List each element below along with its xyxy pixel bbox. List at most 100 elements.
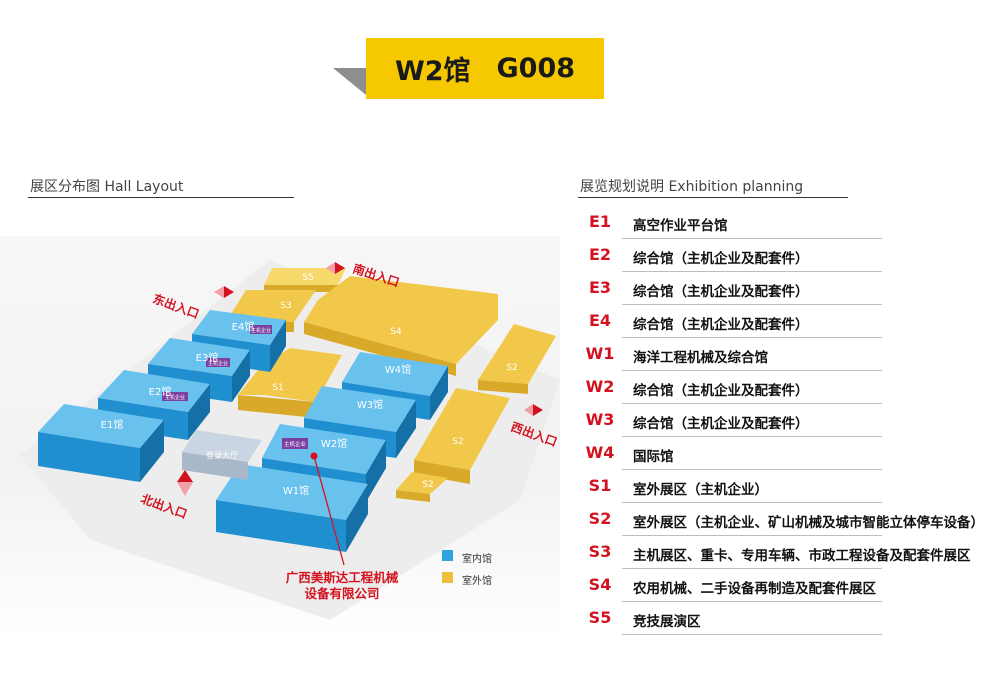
planning-divider <box>622 403 882 404</box>
hall-e2-top <box>98 370 210 412</box>
planning-desc: 室外展区（主机企业、矿山机械及城市智能立体停车设备） <box>633 515 984 531</box>
planning-code: S1 <box>588 476 612 495</box>
exhibitor-name-line1: 广西美斯达工程机械 <box>286 570 399 585</box>
legend-indoor-label: 室内馆 <box>462 554 492 565</box>
label-w3: W3馆 <box>357 398 383 411</box>
planning-desc: 综合馆（主机企业及配套件） <box>633 383 809 399</box>
legend-outdoor-label: 室外馆 <box>462 576 492 587</box>
hall-w4-top <box>342 352 448 396</box>
planning-code: E2 <box>588 245 612 264</box>
reception-top <box>182 430 262 462</box>
zone-s1-side <box>238 395 316 418</box>
label-w2: W2馆 <box>321 437 347 450</box>
planning-divider <box>622 436 882 437</box>
planning-row: E4 综合馆（主机企业及配套件） <box>580 305 882 338</box>
booth-banner: W2馆 G008 <box>366 38 604 99</box>
planning-code: W1 <box>585 344 615 363</box>
planning-code: S4 <box>588 575 612 594</box>
label-s3: S3 <box>280 301 291 311</box>
label-s4: S4 <box>390 327 402 337</box>
label-s2-middle: S2 <box>452 437 463 447</box>
planning-code: W3 <box>585 410 615 429</box>
label-e2: E2馆 <box>149 385 172 398</box>
planning-row: W1 海洋工程机械及综合馆 <box>580 338 882 371</box>
south-entrance-arrow-back <box>326 262 335 274</box>
tag-e3 <box>206 358 230 367</box>
entrance-markers <box>177 262 543 496</box>
zone-s4-top <box>304 276 498 364</box>
zone-s3-top <box>226 290 316 322</box>
planning-code: S2 <box>588 509 612 528</box>
planning-divider <box>622 370 882 371</box>
banner-booth: G008 <box>496 53 576 84</box>
hall-e1-front <box>38 432 140 482</box>
label-w4: W4馆 <box>385 363 411 376</box>
exhibitor-name-line2: 设备有限公司 <box>304 586 379 601</box>
hall-e4-top <box>192 310 286 345</box>
hall-w1-top <box>216 464 368 520</box>
planning-row: S1 室外展区（主机企业） <box>580 470 882 503</box>
tag-e2-text: 主机企业 <box>165 394 185 401</box>
tag-e3-text: 主机企业 <box>208 360 228 367</box>
planning-code: S3 <box>588 542 612 561</box>
planning-desc: 主机展区、重卡、专用车辆、市政工程设备及配套件展区 <box>633 548 971 564</box>
planning-divider <box>622 304 882 305</box>
tag-w2-text: 主机企业 <box>284 440 307 448</box>
planning-divider <box>622 502 882 503</box>
east-entrance-label: 东出入口 <box>151 291 201 322</box>
hall-e1-top <box>38 404 164 448</box>
planning-code: E4 <box>588 311 612 330</box>
planning-desc: 国际馆 <box>633 449 674 465</box>
hall-w3-top <box>304 386 416 432</box>
legend-indoor-swatch <box>442 550 453 561</box>
zone-s2-lower-top <box>396 472 448 494</box>
tag-e4-text: 主机企业 <box>251 327 271 334</box>
zone-s2-upper-top <box>478 324 556 384</box>
tag-w2 <box>282 438 308 449</box>
hall-w1-side <box>346 484 368 552</box>
indoor-halls <box>38 310 448 552</box>
planning-desc: 综合馆（主机企业及配套件） <box>633 416 809 432</box>
planning-desc: 综合馆（主机企业及配套件） <box>633 251 809 267</box>
label-s2-lower: S2 <box>422 480 433 490</box>
zone-s2-upper-side <box>478 380 528 394</box>
planning-divider <box>622 469 882 470</box>
north-entrance-arrow <box>177 470 193 482</box>
planning-desc: 海洋工程机械及综合馆 <box>633 350 768 366</box>
planning-row: E2 综合馆（主机企业及配套件） <box>580 239 882 272</box>
planning-divider <box>622 271 882 272</box>
planning-desc: 农用机械、二手设备再制造及配套件展区 <box>633 581 876 597</box>
tag-e4 <box>250 325 272 334</box>
north-entrance-arrow-back <box>177 482 193 496</box>
hall-w2-top <box>262 424 386 474</box>
zone-s1-top <box>238 348 342 402</box>
hall-e1-side <box>140 420 164 482</box>
zone-s5-top <box>264 268 346 285</box>
planning-code: W2 <box>585 377 615 396</box>
hall-w2-side <box>366 440 386 502</box>
planning-divider <box>622 634 882 635</box>
hall-e4-side <box>270 320 286 372</box>
hall-layout-rule <box>28 197 294 198</box>
hall-layout-title: 展区分布图 Hall Layout <box>30 179 184 195</box>
planning-code: E3 <box>588 278 612 297</box>
planning-row: S3 主机展区、重卡、专用车辆、市政工程设备及配套件展区 <box>580 536 971 569</box>
east-entrance-arrow <box>224 286 234 298</box>
west-entrance-arrow <box>533 404 543 416</box>
label-s1: S1 <box>272 383 283 393</box>
planning-row: S2 室外展区（主机企业、矿山机械及城市智能立体停车设备） <box>580 503 984 536</box>
label-w1: W1馆 <box>283 484 309 497</box>
planning-desc: 综合馆（主机企业及配套件） <box>633 284 809 300</box>
label-e3: E3馆 <box>196 351 219 364</box>
planning-row: S4 农用机械、二手设备再制造及配套件展区 <box>580 569 882 602</box>
planning-desc: 室外展区（主机企业） <box>633 482 768 498</box>
label-s5: S5 <box>302 273 313 283</box>
tag-e2 <box>162 392 188 401</box>
planning-row: W3 综合馆（主机企业及配套件） <box>580 404 882 437</box>
zone-s2-lower-side <box>396 490 430 502</box>
planning-code: S5 <box>588 608 612 627</box>
hall-layout-map: 主机企业 主机企业 主机企业 主机企业 E4馆 E3馆 E2馆 E1馆 W4馆 … <box>20 260 560 620</box>
planning-desc: 高空作业平台馆 <box>633 218 728 234</box>
label-e1: E1馆 <box>101 418 124 431</box>
hall-w3-side <box>396 400 416 458</box>
